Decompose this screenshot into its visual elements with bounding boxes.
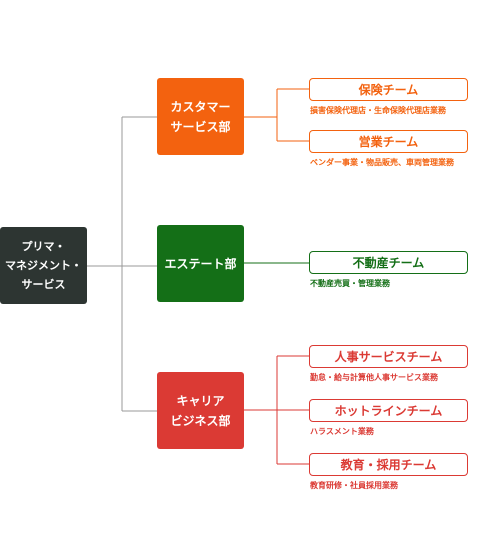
team-hotline: ホットラインチーム	[309, 399, 468, 422]
department-customer-service: カスタマー サービス部	[157, 78, 244, 155]
department-estate: エステート部	[157, 225, 244, 302]
team-real-estate: 不動産チーム	[309, 251, 468, 274]
team-hotline-description: ハラスメント業務	[310, 427, 374, 436]
team-insurance: 保険チーム	[309, 78, 468, 101]
team-education-recruitment-description: 教育研修・社員採用業務	[310, 481, 398, 490]
root-node: プリマ・ マネジメント・ サービス	[0, 227, 87, 304]
team-real-estate-description: 不動産売買・管理業務	[310, 279, 390, 288]
team-education-recruitment: 教育・採用チーム	[309, 453, 468, 476]
department-career-business: キャリア ビジネス部	[157, 372, 244, 449]
team-hr-service: 人事サービスチーム	[309, 345, 468, 368]
team-insurance-description: 損害保険代理店・生命保険代理店業務	[310, 106, 446, 115]
team-sales-description: ベンダー事業・物品販売、車両管理業務	[310, 158, 454, 167]
team-hr-service-description: 勤怠・給与計算他人事サービス業務	[310, 373, 438, 382]
team-sales: 営業チーム	[309, 130, 468, 153]
